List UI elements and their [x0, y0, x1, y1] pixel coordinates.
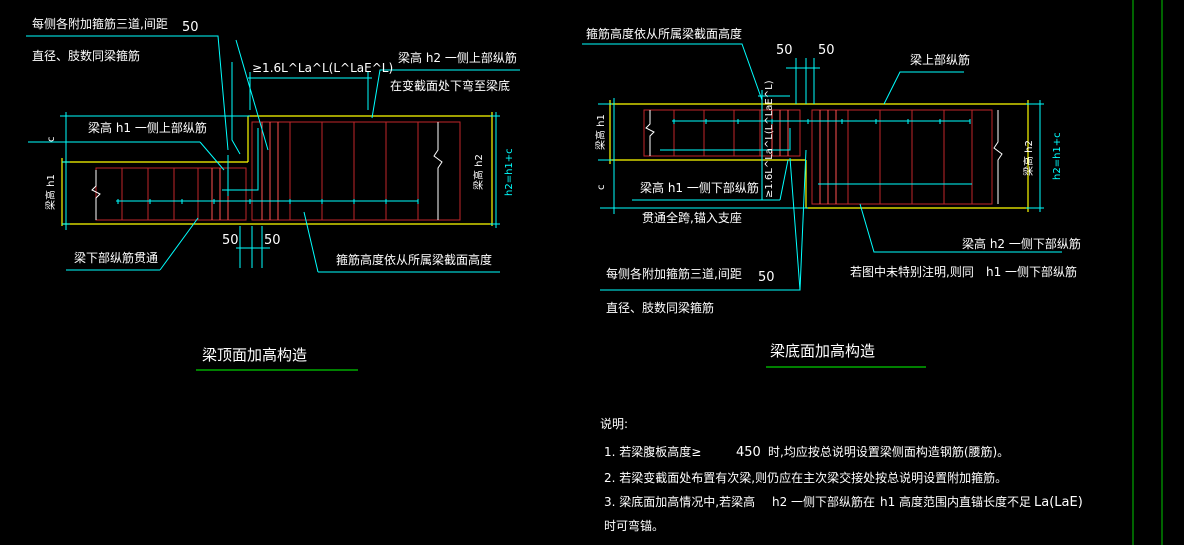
left-bars: [116, 128, 419, 204]
right-title: 梁底面加高构造: [770, 342, 875, 360]
right-h2-bottom-bar-label: 梁高 h2 一侧下部纵筋: [962, 236, 1081, 251]
right-stirrups: [643, 109, 993, 205]
left-bend-note: 在变截面处下弯至梁底: [390, 78, 510, 93]
right-label-h2eq: h2=h1+c: [1052, 132, 1063, 180]
left-leaders: [26, 35, 520, 273]
left-dim-a: 50: [222, 233, 239, 248]
right-dim-b: 50: [818, 43, 835, 58]
left-detail: 每侧各附加箍筋三道,间距 50 直径、肢数同梁箍筋 ≥1.6L^La^L(L^L…: [26, 16, 520, 371]
notes-item1-a: 1. 若梁腹板高度≥: [604, 444, 701, 459]
right-label-h1: 梁高 h1: [594, 114, 607, 150]
notes-item3-la: La(LaE): [1034, 495, 1083, 510]
right-note-spacing: 50: [758, 270, 775, 285]
left-title: 梁顶面加高构造: [202, 346, 307, 364]
right-leaders: [582, 43, 1062, 291]
left-extra-stirrups: [211, 122, 279, 220]
notes-item1-b: 时,均应按总说明设置梁侧面构造钢筋(腰筋)。: [768, 444, 1009, 459]
right-unless-noted: 若图中未特别注明,则同: [850, 264, 974, 279]
right-detail: 箍筋高度依从所属梁截面高度 50 50 梁上部纵筋 梁高 h1 c 梁高 h2 …: [582, 26, 1081, 368]
right-note-extra-stirrups: 每侧各附加箍筋三道,间距: [606, 266, 742, 281]
notes-item3-h1: h1 高度范围内直锚长度不足: [880, 494, 1031, 509]
right-anchor-length: ≥1.6L^La^L(L^LaE^L): [764, 80, 775, 198]
left-label-h1: 梁高 h1: [44, 174, 57, 210]
right-stirrup-height-note: 箍筋高度依从所属梁截面高度: [586, 26, 742, 41]
notes-item3-end: 时可弯锚。: [604, 518, 664, 533]
right-label-c: c: [596, 185, 607, 191]
right-dim-a: 50: [776, 43, 793, 58]
left-label-h2: 梁高 h2: [472, 154, 485, 190]
notes-item3-a: 3. 梁底面加高情况中,若梁高: [604, 494, 755, 509]
left-h1-top-bar-label: 梁高 h1 一侧上部纵筋: [88, 120, 207, 135]
left-note-same-diameter: 直径、肢数同梁箍筋: [32, 48, 140, 63]
drawing-border: [1132, 0, 1163, 545]
notes-block: 说明: 1. 若梁腹板高度≥ 450 时,均应按总说明设置梁侧面构造钢筋(腰筋)…: [600, 416, 1083, 533]
notes-item3-h2: h2 一侧下部纵筋在: [772, 494, 875, 509]
right-bars: [660, 119, 972, 185]
right-dimensions: [598, 58, 1044, 214]
left-note-spacing: 50: [182, 20, 199, 35]
right-beam-outline: [609, 100, 1029, 212]
right-note-same-diameter: 直径、肢数同梁箍筋: [606, 300, 714, 315]
left-h2-top-bar-label: 梁高 h2 一侧上部纵筋: [398, 50, 517, 65]
notes-item1-num: 450: [736, 445, 761, 460]
left-dim-b: 50: [264, 233, 281, 248]
notes-item2: 2. 若梁变截面处布置有次梁,则仍应在主次梁交接处按总说明设置附加箍筋。: [604, 470, 1007, 485]
left-anchor-length: ≥1.6L^La^L(L^LaE^L): [252, 61, 393, 75]
left-note-extra-stirrups: 每侧各附加箍筋三道,间距: [32, 16, 168, 31]
right-through-span-label: 贯通全跨,锚入支座: [642, 210, 742, 225]
right-extra-stirrups: [771, 110, 837, 204]
notes-heading: 说明:: [600, 416, 628, 431]
left-bottom-bar-label: 梁下部纵筋贯通: [74, 250, 158, 265]
left-break-symbols: [91, 122, 443, 220]
right-top-bar-label: 梁上部纵筋: [910, 52, 970, 67]
left-stirrup-height-note: 箍筋高度依从所属梁截面高度: [336, 252, 492, 267]
left-label-c: c: [46, 137, 57, 143]
right-h1-bottom-bar-label2: h1 一侧下部纵筋: [986, 264, 1077, 279]
right-label-h2: 梁高 h2: [1022, 140, 1035, 176]
right-h1-bottom-bar-label: 梁高 h1 一侧下部纵筋: [640, 180, 759, 195]
right-break-symbols: [645, 110, 1003, 204]
left-dimensions: [60, 72, 500, 268]
left-label-h2eq: h2=h1+c: [504, 148, 515, 196]
left-beam-outline: [61, 112, 493, 226]
